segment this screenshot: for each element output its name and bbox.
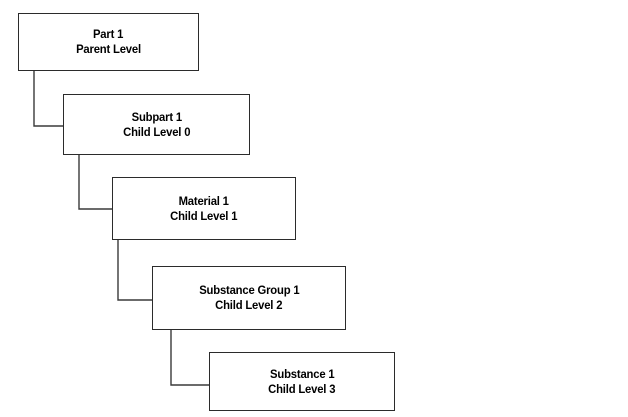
- connector-substance-group-1-to-substance-1: [170, 329, 210, 386]
- connector-subpart-1-to-material-1: [78, 154, 113, 210]
- node-box-material-1: Material 1 Child Level 1: [112, 177, 296, 240]
- node-level-label: Child Level 2: [215, 298, 283, 312]
- node-box-substance-group-1: Substance Group 1 Child Level 2: [152, 266, 346, 330]
- node-level-label: Parent Level: [76, 42, 141, 56]
- node-box-part-1: Part 1 Parent Level: [18, 13, 199, 71]
- node-box-substance-1: Substance 1 Child Level 3: [209, 352, 395, 411]
- node-title: Part 1: [93, 27, 124, 41]
- node-title: Substance 1: [269, 366, 335, 381]
- node-title: Subpart 1: [131, 109, 182, 124]
- node-level-label: Child Level 1: [170, 208, 238, 223]
- connector-material-1-to-substance-group-1: [117, 239, 153, 301]
- node-box-subpart-1: Subpart 1 Child Level 0: [63, 94, 250, 155]
- node-title: Substance Group 1: [198, 283, 300, 297]
- node-level-label: Child Level 3: [268, 381, 336, 396]
- connector-part-1-to-subpart-1: [33, 70, 64, 127]
- node-title: Material 1: [178, 193, 230, 208]
- node-level-label: Child Level 0: [122, 124, 191, 139]
